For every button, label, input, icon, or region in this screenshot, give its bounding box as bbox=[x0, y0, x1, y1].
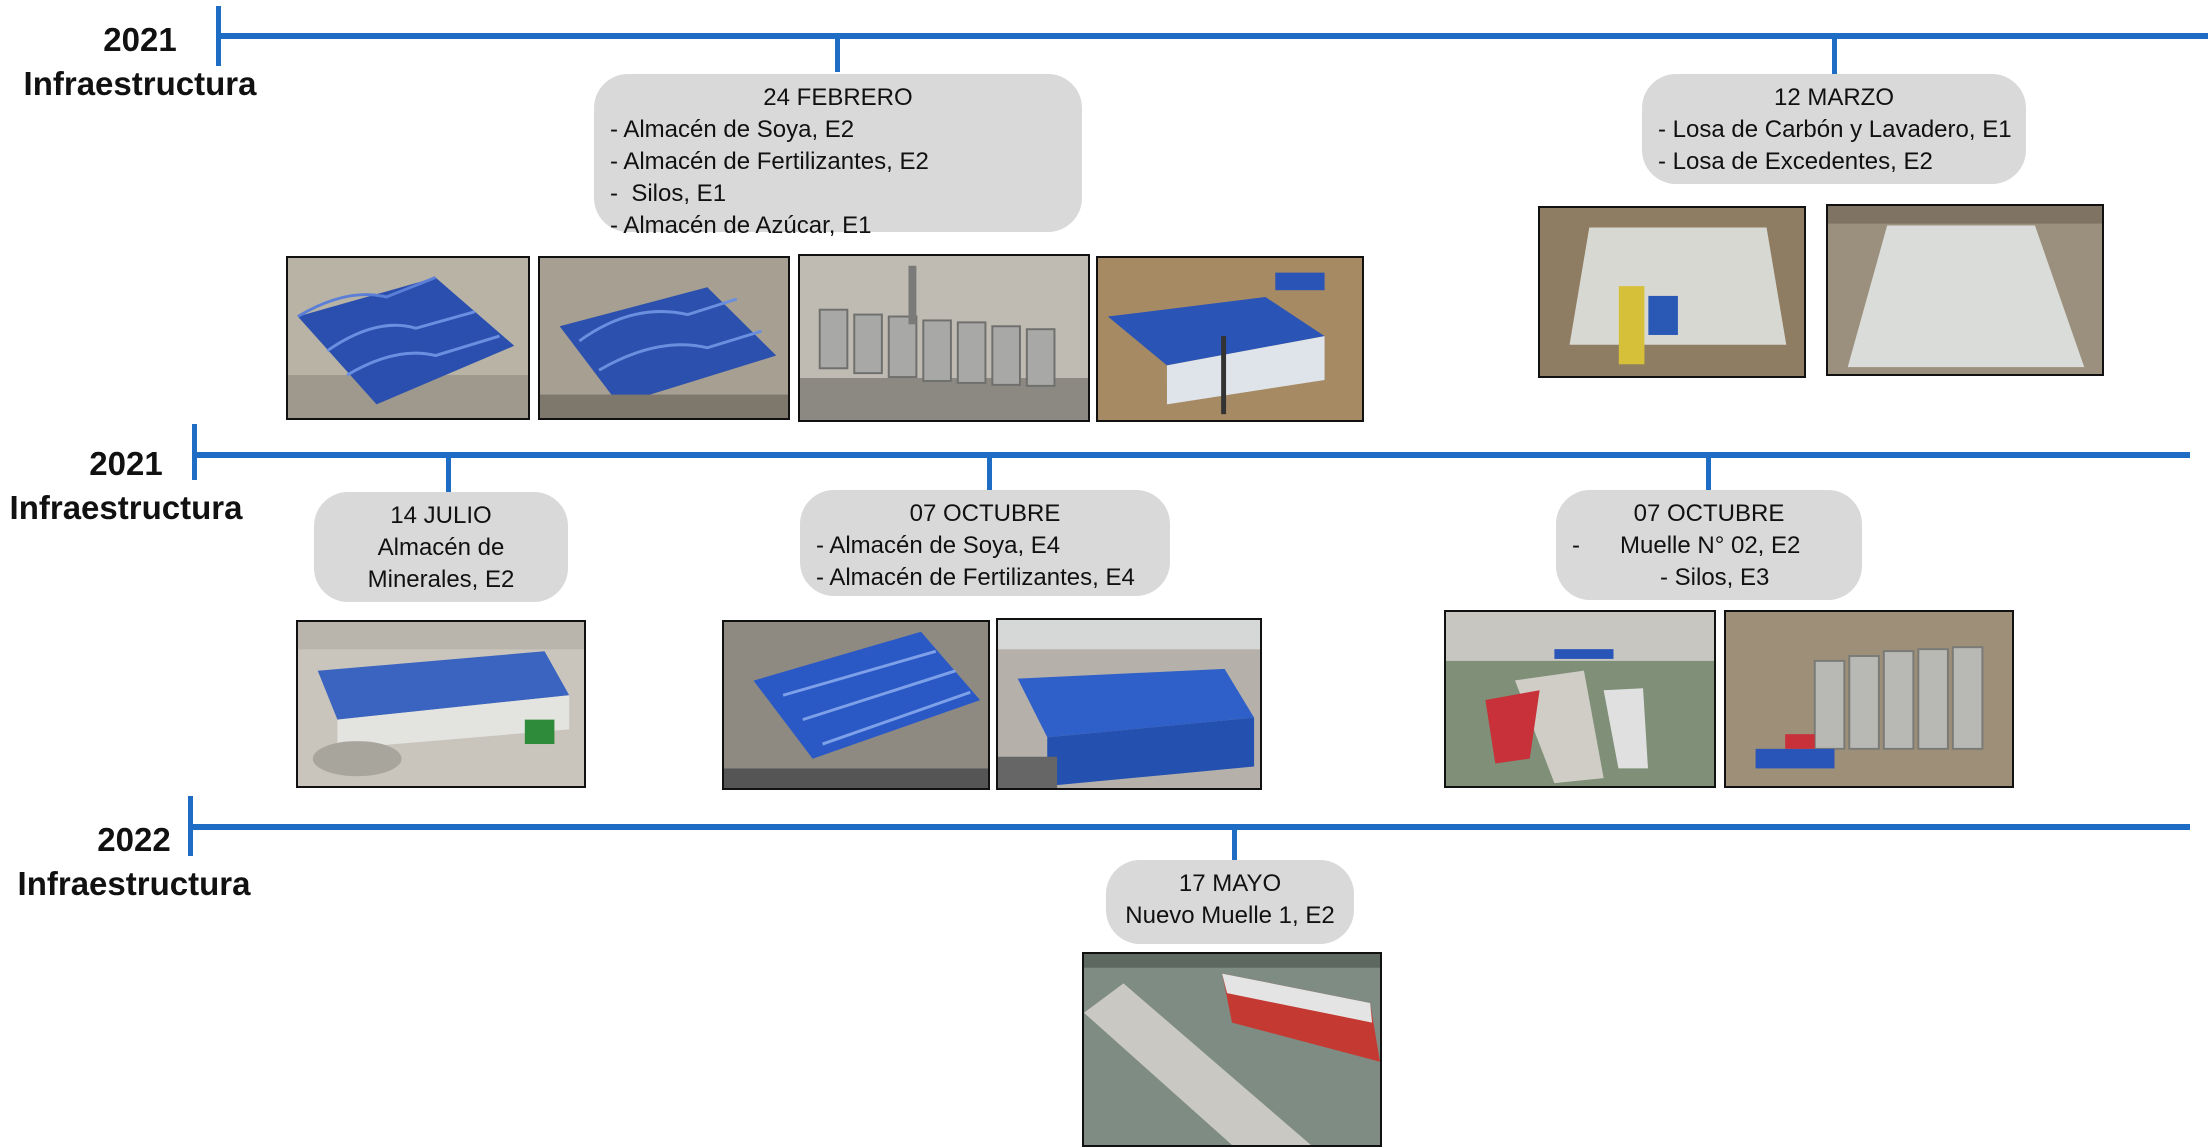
photo-image bbox=[288, 258, 528, 418]
photo-image bbox=[1084, 954, 1380, 1145]
year-label-row-1: 2021 Infraestructura bbox=[10, 18, 270, 106]
event-connector bbox=[1832, 38, 1837, 74]
photo-image bbox=[1540, 208, 1804, 376]
photo-almacen-azucar bbox=[1096, 256, 1364, 422]
year-label-row-3: 2022 Infraestructura bbox=[4, 818, 264, 906]
event-date: 17 MAYO bbox=[1178, 870, 1282, 897]
photo-almacen-soya-e4 bbox=[722, 620, 990, 790]
event-connector bbox=[1232, 828, 1237, 860]
photo-image bbox=[800, 256, 1088, 420]
photo-almacen-minerales bbox=[296, 620, 586, 788]
event-connector bbox=[1706, 456, 1711, 490]
event-item: - Muelle N° 02, E2 bbox=[1572, 532, 1801, 559]
year: 2022 bbox=[97, 821, 171, 858]
event-item: - Almacén de Soya, E4 bbox=[816, 532, 1061, 559]
event-item: - Silos, E1 bbox=[610, 180, 727, 207]
event-item: - Almacén de Soya, E2 bbox=[610, 116, 855, 143]
photo-losa-carbon bbox=[1538, 206, 1806, 378]
event-callout-07-octubre-soya: 07 OCTUBRE - Almacén de Soya, E4 - Almac… bbox=[800, 490, 1170, 596]
photo-muelle-02 bbox=[1444, 610, 1716, 788]
year-label-row-2: 2021 Infraestructura bbox=[0, 442, 256, 530]
event-item: - Almacén de Fertilizantes, E4 bbox=[816, 564, 1135, 591]
event-date: 12 MARZO bbox=[1773, 84, 1895, 111]
event-item: Minerales, E2 bbox=[367, 566, 515, 593]
event-callout-12-marzo: 12 MARZO - Losa de Carbón y Lavadero, E1… bbox=[1642, 74, 2026, 184]
category: Infraestructura bbox=[17, 865, 251, 902]
category: Infraestructura bbox=[23, 65, 257, 102]
photo-losa-excedentes bbox=[1826, 204, 2104, 376]
category: Infraestructura bbox=[9, 489, 243, 526]
photo-image bbox=[1098, 258, 1362, 420]
photo-nuevo-muelle bbox=[1082, 952, 1382, 1147]
event-date: 14 JULIO bbox=[390, 502, 492, 529]
event-connector bbox=[987, 456, 992, 490]
event-item: - Almacén de Azúcar, E1 bbox=[610, 212, 872, 239]
photo-silos bbox=[798, 254, 1090, 422]
photo-image bbox=[540, 258, 788, 418]
event-callout-07-octubre-muelle: 07 OCTUBRE - Muelle N° 02, E2 - Silos, E… bbox=[1556, 490, 1862, 600]
event-date: 07 OCTUBRE bbox=[1633, 500, 1785, 527]
year: 2021 bbox=[89, 445, 163, 482]
event-callout-17-mayo: 17 MAYO Nuevo Muelle 1, E2 bbox=[1106, 860, 1354, 944]
photo-almacen-soya bbox=[286, 256, 530, 420]
event-item: - Losa de Carbón y Lavadero, E1 bbox=[1658, 116, 2012, 143]
year: 2021 bbox=[103, 21, 177, 58]
timeline-start-tick-row-3 bbox=[188, 796, 193, 856]
event-connector bbox=[835, 38, 840, 72]
photo-image bbox=[1726, 612, 2012, 786]
photo-image bbox=[298, 622, 584, 786]
photo-image bbox=[1446, 612, 1714, 786]
timeline-line-row-3 bbox=[190, 824, 2190, 830]
timeline-line-row-2 bbox=[194, 452, 2190, 458]
event-date: 24 FEBRERO bbox=[763, 84, 913, 111]
event-item: Almacén de bbox=[377, 534, 505, 561]
event-callout-14-julio: 14 JULIO Almacén de Minerales, E2 bbox=[314, 492, 568, 602]
event-connector bbox=[446, 456, 451, 492]
photo-image bbox=[1828, 206, 2102, 374]
event-callout-24-febrero: 24 FEBRERO - Almacén de Soya, E2 - Almac… bbox=[594, 74, 1082, 239]
photo-almacen-fertilizantes-e4 bbox=[996, 618, 1262, 790]
event-item: Nuevo Muelle 1, E2 bbox=[1125, 902, 1335, 929]
timeline-start-tick-row-1 bbox=[216, 6, 221, 66]
event-item: - Losa de Excedentes, E2 bbox=[1658, 148, 1933, 175]
timeline-line-row-1 bbox=[216, 33, 2208, 39]
photo-silos-e3 bbox=[1724, 610, 2014, 788]
event-date: 07 OCTUBRE bbox=[909, 500, 1061, 527]
timeline-start-tick-row-2 bbox=[192, 424, 197, 480]
photo-almacen-fertilizantes bbox=[538, 256, 790, 420]
event-item: - Almacén de Fertilizantes, E2 bbox=[610, 148, 929, 175]
event-item: - Silos, E3 bbox=[1660, 564, 1770, 591]
photo-image bbox=[998, 620, 1260, 788]
photo-image bbox=[724, 622, 988, 788]
